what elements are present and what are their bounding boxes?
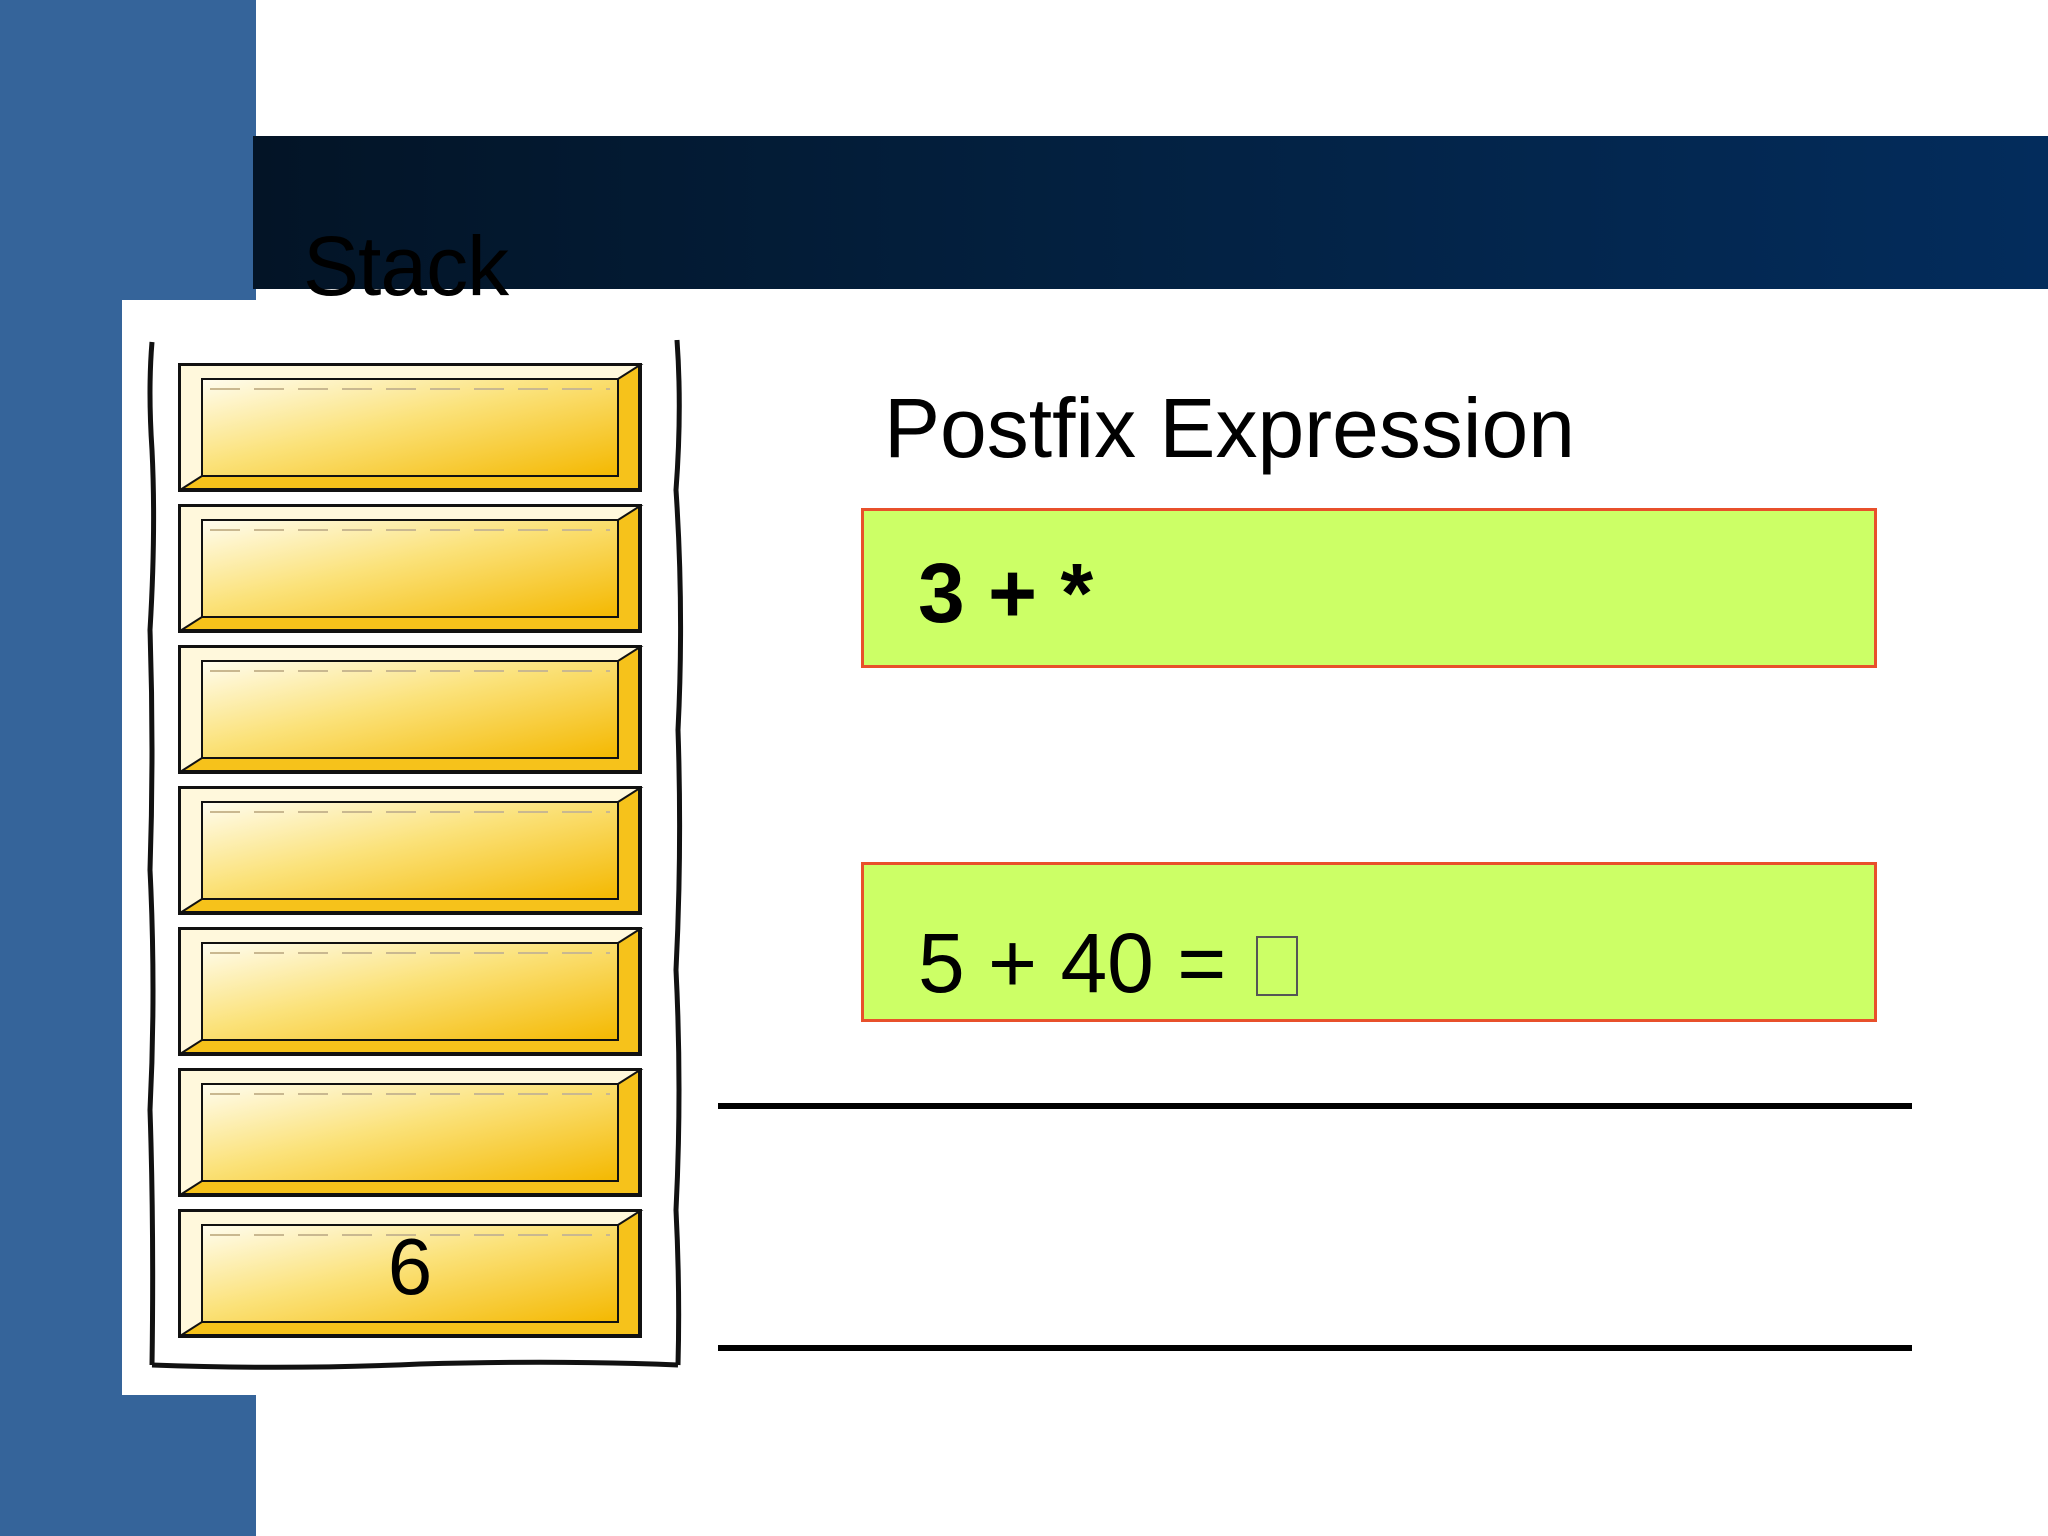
calculation-text: 5 + 40 =: [918, 916, 1250, 1010]
stack-slot-value: 6: [387, 1222, 433, 1311]
stack-right-wall: [673, 339, 684, 1366]
postfix-expression-text: 3 + *: [918, 546, 1094, 640]
stack-slot: [178, 786, 644, 915]
stack-title: Stack: [303, 219, 509, 313]
postfix-title: Postfix Expression: [884, 381, 1575, 475]
stack-slot: [178, 1209, 644, 1338]
stack-slot: [178, 645, 644, 774]
header-band: [253, 136, 2048, 289]
postfix-expression-box: 3 + *: [861, 508, 1877, 668]
divider-line-bottom: [718, 1345, 1912, 1351]
stack-slot: [178, 363, 644, 492]
answer-placeholder-icon: [1255, 936, 1298, 996]
stack-bottom: [151, 1359, 679, 1370]
calculation-box: 5 + 40 =: [861, 862, 1877, 1022]
calculation-line: 5 + 40 =: [918, 915, 1298, 1012]
stack-container: [147, 339, 684, 1370]
stack-left-wall: [147, 341, 157, 1366]
stack-slot: [178, 1068, 644, 1197]
stack-slot: [178, 927, 644, 1056]
divider-line-top: [718, 1103, 1912, 1109]
stack-slot: [178, 504, 644, 633]
